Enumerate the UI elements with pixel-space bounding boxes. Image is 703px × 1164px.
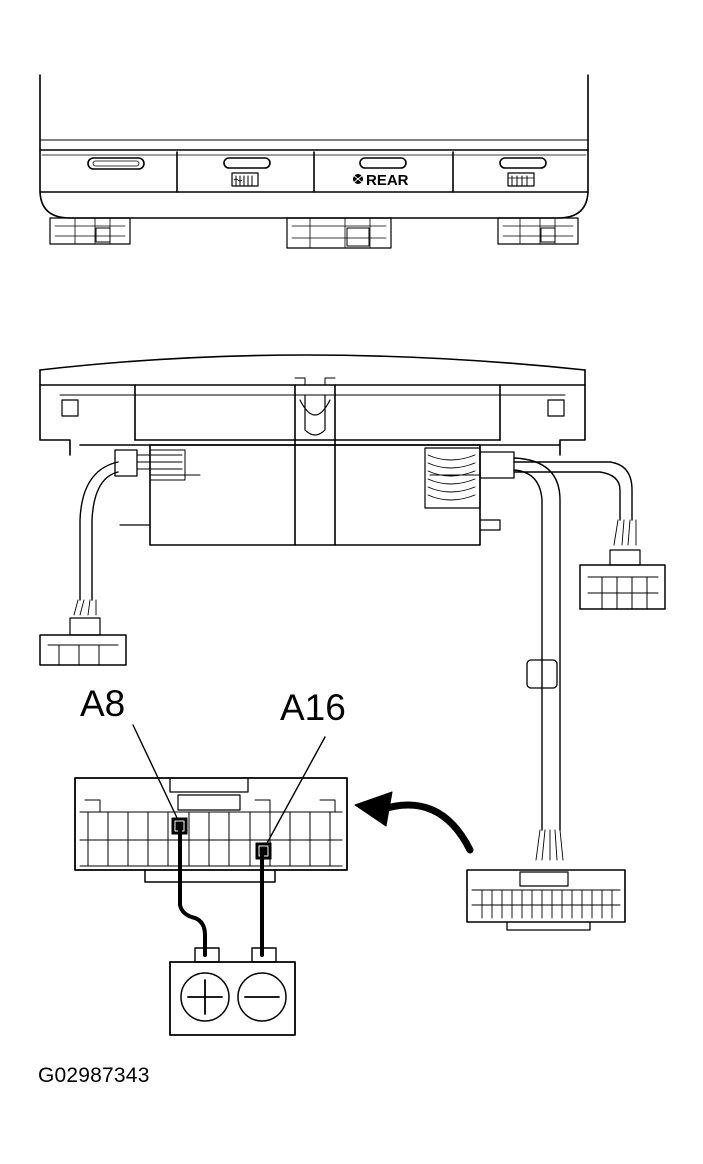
plus-icon: [180, 972, 230, 1022]
front-defroster-icon: [231, 172, 259, 187]
terminal-label-a8: A8: [80, 683, 125, 724]
battery: [169, 947, 296, 1036]
figure-code: G02987343: [38, 1064, 150, 1087]
terminal-label-a16: A16: [280, 687, 346, 728]
control-panel-front: [39, 74, 589, 249]
small-connector-right: [579, 549, 666, 610]
harness-right-branch: [513, 461, 666, 610]
small-connector-left: [39, 617, 127, 666]
main-connector-right: [466, 869, 626, 931]
harness-bundle-right-top: [424, 447, 515, 509]
panel-clip-right: [497, 217, 579, 245]
rear-button[interactable]: [351, 157, 407, 185]
direction-arrow: [354, 791, 474, 854]
minus-icon: [237, 972, 287, 1022]
harness-left-branch: [39, 461, 127, 666]
leader-a8: [132, 724, 179, 821]
control-assembly-top-view: [39, 354, 586, 546]
test-leads: [178, 828, 264, 957]
rear-defroster-button[interactable]: [499, 157, 547, 187]
enlarged-connector: [74, 777, 348, 883]
front-defroster-button[interactable]: [223, 157, 271, 187]
rear-defroster-icon: [507, 172, 535, 187]
panel-clip-center: [286, 217, 392, 249]
blank-button[interactable]: [87, 157, 145, 170]
rear-button-label: REAR: [366, 172, 409, 189]
panel-clip-left: [49, 217, 131, 245]
harness-main-branch: [513, 457, 564, 861]
leader-a16: [265, 736, 326, 846]
fan-icon: [351, 173, 365, 185]
